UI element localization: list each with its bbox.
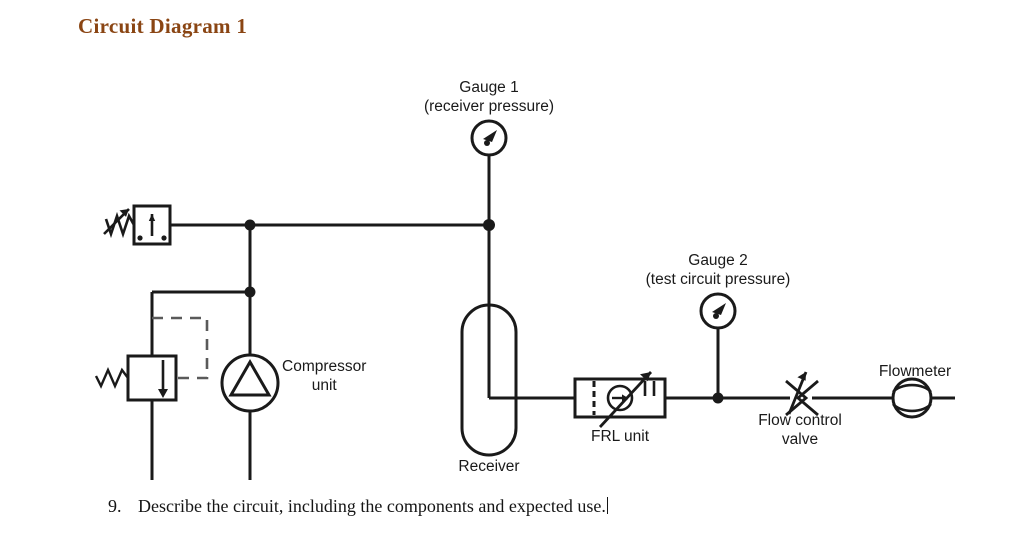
- frl-unit-label: FRL unit: [590, 428, 650, 445]
- junction-dot: [244, 286, 256, 298]
- compressor-unit-label-line1: Compressor: [282, 358, 367, 375]
- gauge-1-label-line2: (receiver pressure): [423, 98, 555, 116]
- pressure-switch-symbol: [103, 204, 172, 246]
- gauge-2-label-line2: (test circuit pressure): [645, 271, 791, 289]
- gauge-2-label-line1: Gauge 2: [688, 252, 748, 269]
- junction-dot: [483, 219, 495, 231]
- gauge-1-label-line1: Gauge 1: [459, 79, 519, 96]
- receiver-symbol: [460, 225, 518, 457]
- gauge-1-label: Gauge 1 (receiver pressure): [424, 78, 554, 117]
- compressor-unit-label: Compressor unit: [282, 357, 366, 396]
- gauge-1-symbol: [470, 119, 508, 225]
- junction-dot: [712, 392, 724, 404]
- receiver-label: Receiver: [458, 458, 520, 475]
- gauge-2-label: Gauge 2 (test circuit pressure): [646, 251, 791, 290]
- flow-control-valve-label-line2: valve: [781, 431, 819, 449]
- junction-dots: [244, 219, 724, 404]
- flow-control-valve-label-line1: Flow control: [758, 412, 842, 429]
- page-title: Circuit Diagram 1: [78, 14, 248, 38]
- text-caret[interactable]: [606, 497, 608, 514]
- gauge-2-symbol: [699, 292, 737, 398]
- flow-control-valve-label: Flow control valve: [758, 411, 842, 450]
- frl-unit-symbol: [573, 371, 667, 428]
- flowmeter-label: Flowmeter: [878, 363, 952, 380]
- pressure-relief-valve-symbol: [94, 316, 209, 402]
- question-line: 9. Describe the circuit, including the c…: [108, 495, 608, 517]
- flowmeter-symbol: [891, 377, 933, 419]
- question-number: 9.: [108, 496, 122, 516]
- flow-control-valve-symbol: [785, 371, 819, 417]
- question-text: Describe the circuit, including the comp…: [138, 496, 606, 516]
- compressor-unit-symbol: [220, 353, 280, 413]
- junction-dot: [244, 219, 256, 231]
- compressor-unit-label-line2: unit: [311, 377, 337, 395]
